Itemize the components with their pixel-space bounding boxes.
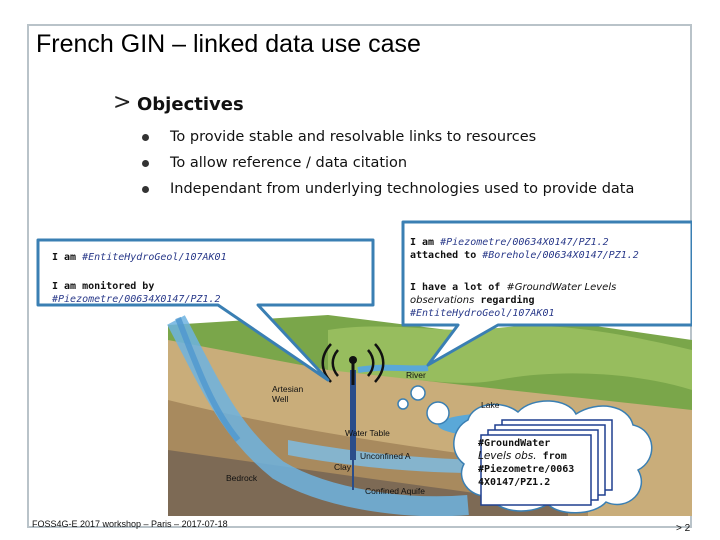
entity-link[interactable]: #EntiteHydroGeol/107AK01 [82,252,227,263]
objectives-heading: Objectives [137,94,244,115]
label-river: River [406,370,426,380]
bullet-icon [142,134,149,141]
objective-text: To allow reference / data citation [170,155,408,171]
piezometre-link[interactable]: #Piezometre/00634X0147/PZ1.2 [52,294,221,305]
label-artesian-well: Artesian Well [272,384,304,404]
slide-title: French GIN – linked data use case [36,30,421,58]
objective-text: Independant from underlying technologies… [170,181,635,197]
bullet-icon [142,160,149,167]
callout-piezometre-text: I am #Piezometre/00634X0147/PZ1.2 attach… [410,237,639,261]
label-clay: Clay [334,462,352,472]
callout-entity-text: I am #EntiteHydroGeol/107AK01 [52,252,227,263]
label-water-table: Water Table [345,428,390,438]
entity-link[interactable]: #EntiteHydroGeol/107AK01 [410,308,555,319]
objective-item: To provide stable and resolvable links t… [140,124,634,150]
piezometre-link[interactable]: #Piezometre/0063 [478,464,575,475]
piezometre-link[interactable]: #Piezometre/00634X0147/PZ1.2 [440,237,609,248]
groundwater-link[interactable]: #GroundWater Levels [506,282,617,293]
objectives-list: To provide stable and resolvable links t… [140,124,634,202]
objective-text: To provide stable and resolvable links t… [170,129,537,145]
label-bedrock: Bedrock [226,473,258,483]
label-confined: Confined Aquife [365,486,426,496]
heading-marker: > [113,90,132,115]
label-lake: Lake [481,400,500,410]
page-number: > 2 [676,523,691,534]
objective-item: Independant from underlying technologies… [140,176,634,202]
observation-stack-text: #GroundWater Levels obs. from #Piezometr… [478,438,575,488]
footer-text: FOSS4G-E 2017 workshop – Paris – 2017-07… [32,519,228,529]
callout-monitored-text: I am monitored by #Piezometre/00634X0147… [52,281,221,305]
bullet-icon [142,186,149,193]
objective-item: To allow reference / data citation [140,150,634,176]
hydrogeology-illustration [36,220,692,516]
borehole-link[interactable]: #Borehole/00634X0147/PZ1.2 [482,250,639,261]
sensor-icon [321,343,385,385]
callout-observations-text: I have a lot of #GroundWater Levels obse… [410,282,617,319]
label-unconfined: Unconfined A [360,451,411,461]
